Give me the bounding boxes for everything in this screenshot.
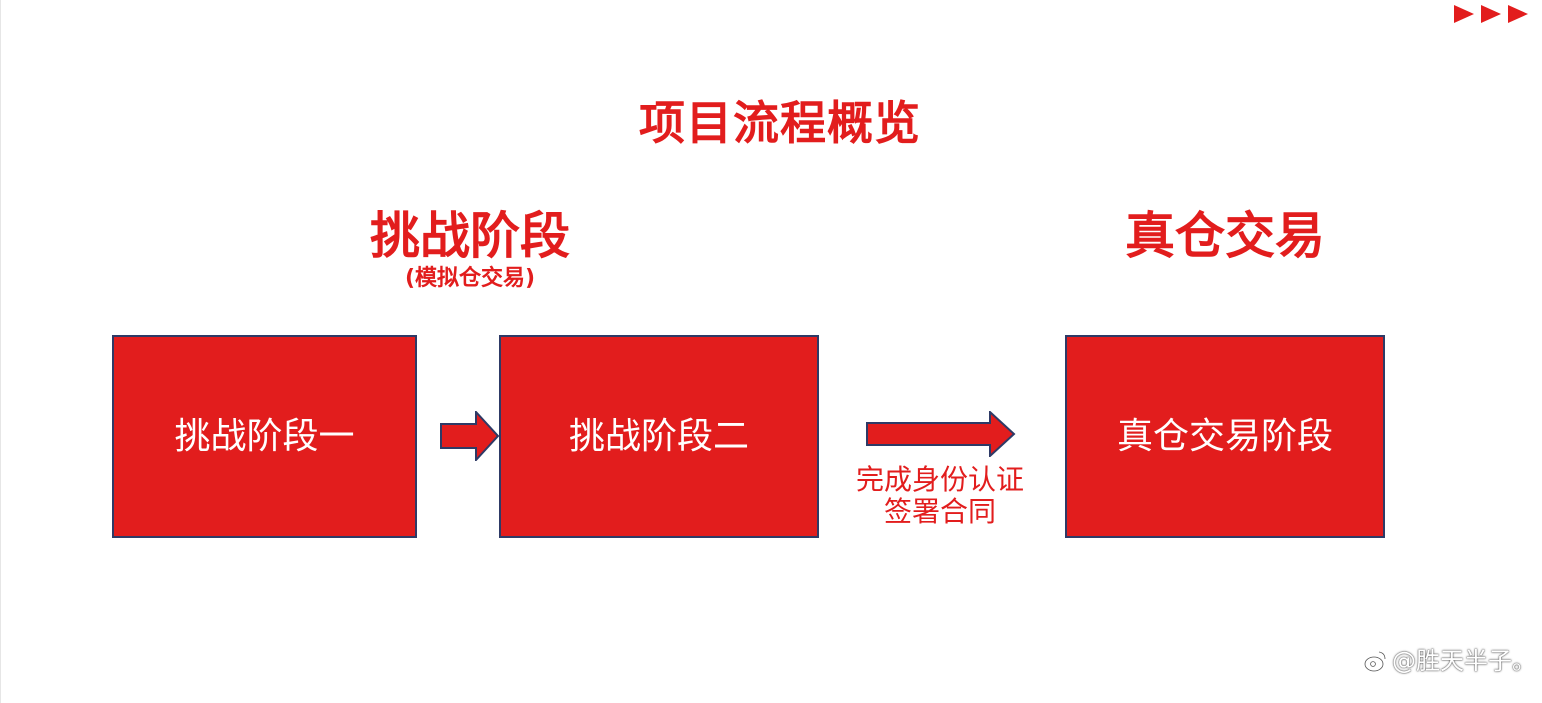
condition-line-identity: 完成身份认证 (855, 463, 1024, 496)
triple-play-arrows-icon (1454, 5, 1528, 23)
long-right-arrow-icon (866, 411, 1016, 457)
challenge-phase-two-box: 挑战阶段二 (499, 335, 819, 538)
watermark-text: @胜天半子。 (1392, 647, 1536, 675)
transition-condition: 完成身份认证 签署合同 (840, 464, 1040, 528)
slide-edge (0, 0, 1, 703)
real-trading-phase-label: 真仓交易阶段 (1116, 415, 1333, 457)
challenge-stage-subheading: (模拟仓交易) (404, 266, 536, 291)
real-trading-phase-box: 真仓交易阶段 (1065, 335, 1385, 538)
challenge-phase-one-box: 挑战阶段一 (112, 335, 417, 538)
challenge-phase-two-label: 挑战阶段二 (568, 415, 749, 457)
right-arrow-icon (440, 411, 500, 461)
real-trading-heading: 真仓交易 (1125, 207, 1325, 265)
challenge-stage-heading: 挑战阶段 (370, 207, 570, 265)
watermark: @胜天半子。 (1362, 644, 1540, 678)
challenge-phase-one-label: 挑战阶段一 (174, 415, 355, 457)
condition-line-contract: 签署合同 (883, 495, 996, 528)
page-title: 项目流程概览 (639, 96, 921, 150)
weibo-style-logo-icon (1363, 650, 1387, 673)
